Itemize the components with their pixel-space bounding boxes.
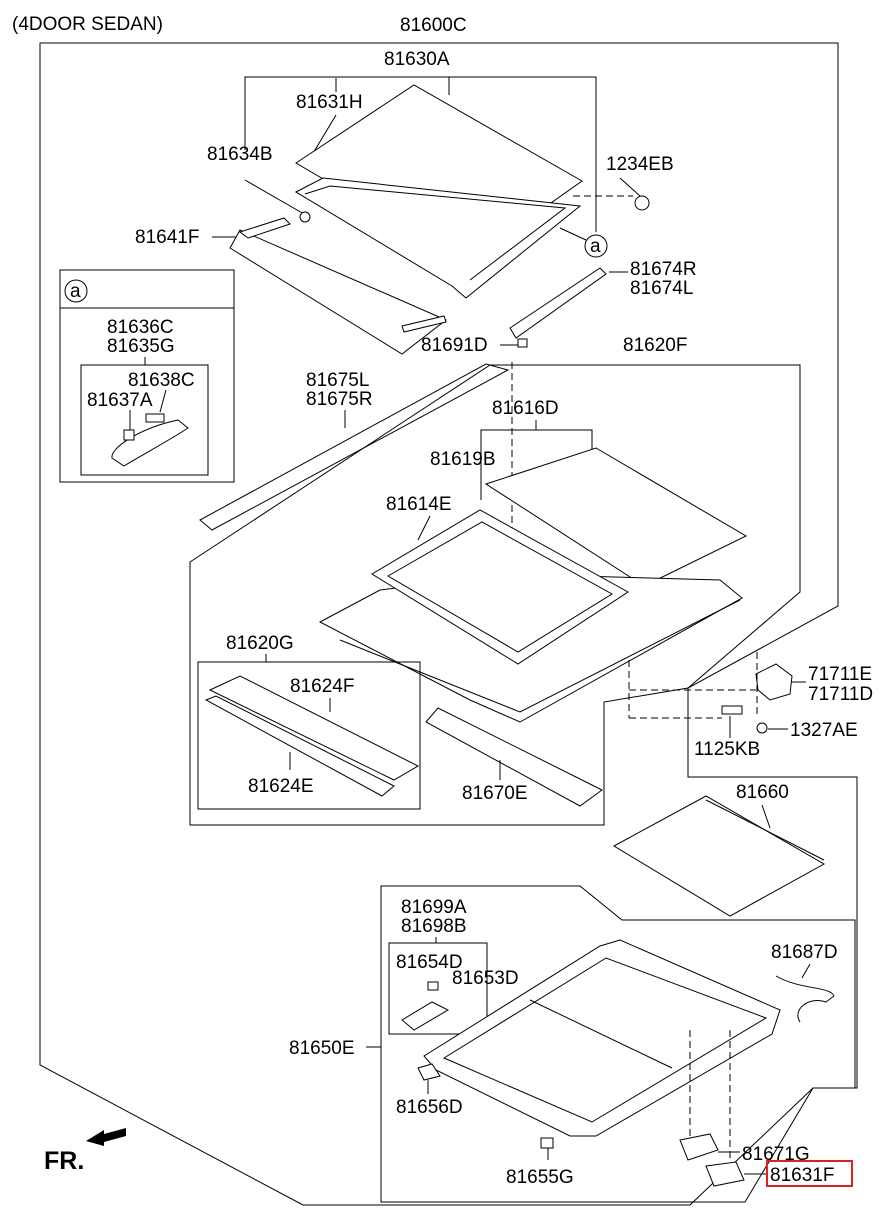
shade-rail-81624F — [208, 675, 420, 781]
clip-81637A — [123, 429, 135, 441]
leader-detail-a — [559, 227, 587, 241]
nut-1327AE — [756, 722, 768, 734]
leader-1234EB — [619, 177, 641, 197]
part-label-81691D[interactable]: 81691D — [421, 335, 488, 356]
leader-81638C — [159, 389, 167, 413]
part-label-1125KB[interactable]: 1125KB — [694, 739, 760, 760]
nut-1234EB — [634, 195, 650, 211]
front-marker-label: FR. — [44, 1147, 84, 1175]
frame-rail — [339, 599, 741, 713]
weatherstrip-inner — [387, 521, 613, 653]
part-label-81671G[interactable]: 81671G — [742, 1144, 810, 1165]
detail-box-a-icon — [64, 279, 88, 303]
assembly-number: 81600C — [400, 15, 467, 36]
deflector-end-81641F — [238, 217, 291, 239]
detail-box-a — [59, 269, 235, 483]
detail-box-inner — [80, 364, 209, 476]
bracket-81630A — [244, 76, 597, 232]
clip-81634B — [299, 211, 311, 223]
part-label-81630A[interactable]: 81630A — [384, 49, 450, 70]
leader-81634B — [244, 179, 305, 215]
clip-81654D — [427, 981, 439, 991]
part-label-81635G[interactable]: 81635G — [107, 336, 175, 357]
guide-81674 — [509, 267, 607, 339]
part-label-81650E[interactable]: 81650E — [289, 1038, 355, 1059]
motor-81631F — [705, 1161, 745, 1187]
part-label-81631F[interactable]: 81631F — [770, 1165, 834, 1186]
part-label-71711E[interactable]: 71711E — [808, 664, 872, 685]
deflector-81670E — [425, 707, 603, 807]
part-label-81616D[interactable]: 81616D — [492, 398, 559, 419]
part-label-81620G[interactable]: 81620G — [226, 633, 294, 654]
part-label-81624E[interactable]: 81624E — [248, 776, 314, 797]
bracket-71711 — [755, 663, 793, 701]
part-label-1234EB[interactable]: 1234EB — [606, 154, 674, 175]
part-label-81674L[interactable]: 81674L — [630, 278, 693, 299]
glass-frame-inner — [304, 185, 567, 281]
part-label-81624F[interactable]: 81624F — [290, 676, 354, 697]
assembly-boundary — [39, 42, 858, 1206]
part-label-81660[interactable]: 81660 — [736, 782, 789, 803]
part-label-81619B[interactable]: 81619B — [430, 449, 496, 470]
mechanism-box-81650E — [380, 885, 856, 1203]
part-label-81655G[interactable]: 81655G — [506, 1167, 574, 1188]
detail-box-a-marker: a — [70, 281, 81, 302]
frame-box-81620F — [189, 364, 801, 826]
part-label-81620F[interactable]: 81620F — [623, 335, 687, 356]
part-label-81674R[interactable]: 81674R — [630, 259, 697, 280]
leader-81687D — [801, 963, 811, 979]
deflector-81641F — [229, 229, 447, 355]
part-label-81641F[interactable]: 81641F — [135, 227, 199, 248]
part-label-81656D[interactable]: 81656D — [396, 1097, 463, 1118]
variant-title: (4DOOR SEDAN) — [12, 14, 163, 35]
harness-81687D — [775, 975, 835, 1023]
highlight-box-81631F — [766, 1160, 853, 1187]
part-label-81637A[interactable]: 81637A — [87, 390, 153, 411]
mechanism-frame-inner — [442, 957, 768, 1123]
part-label-81675R[interactable]: 81675R — [306, 389, 373, 410]
clip-81691D — [517, 338, 528, 348]
roller-blind-81660 — [612, 795, 826, 917]
glass-frame — [294, 177, 582, 299]
mechanism-frame-81650E — [423, 939, 781, 1137]
leader-81660 — [761, 804, 771, 829]
part-label-81654D[interactable]: 81654D — [396, 952, 463, 973]
clip-81638C — [145, 413, 165, 423]
part-label-81698B[interactable]: 81698B — [401, 916, 467, 937]
bolt-1125KB — [721, 705, 743, 715]
leader-81631H-b — [311, 114, 337, 156]
part-label-1327AE[interactable]: 1327AE — [790, 720, 858, 741]
glass-panel-81619B — [484, 447, 748, 587]
shade-rail-81624E — [204, 695, 395, 797]
part-label-71711D[interactable]: 71711D — [808, 684, 873, 705]
part-label-81670E[interactable]: 81670E — [462, 783, 528, 804]
detail-callout-icon — [584, 234, 608, 258]
mechanism-crossbar — [529, 999, 673, 1069]
drain-strip-81675 — [199, 363, 510, 531]
motor-81671G — [679, 1133, 719, 1161]
clip-81655G — [540, 1137, 554, 1149]
part-label-81675L[interactable]: 81675L — [306, 370, 369, 391]
part-label-81687D[interactable]: 81687D — [771, 942, 838, 963]
detail-marker-a: a — [590, 236, 601, 257]
leader-81614E — [417, 515, 431, 541]
roller-blind-tube — [705, 799, 825, 861]
part-label-81634B[interactable]: 81634B — [207, 144, 273, 165]
bracket-81656D — [417, 1063, 441, 1081]
link-81699A — [401, 1001, 450, 1031]
part-label-81631H[interactable]: 81631H — [296, 92, 363, 113]
part-label-81636C[interactable]: 81636C — [107, 317, 174, 338]
deflector-end-right — [401, 315, 447, 333]
sub-box-81620G — [197, 661, 421, 810]
part-label-81699A[interactable]: 81699A — [401, 897, 467, 918]
part-label-81638C[interactable]: 81638C — [128, 370, 195, 391]
bracket-81635G — [111, 419, 189, 467]
sub-box-81699A — [388, 942, 488, 1035]
part-label-81653D[interactable]: 81653D — [452, 968, 519, 989]
front-arrow-icon — [86, 1128, 126, 1146]
part-label-81614E[interactable]: 81614E — [386, 494, 452, 515]
